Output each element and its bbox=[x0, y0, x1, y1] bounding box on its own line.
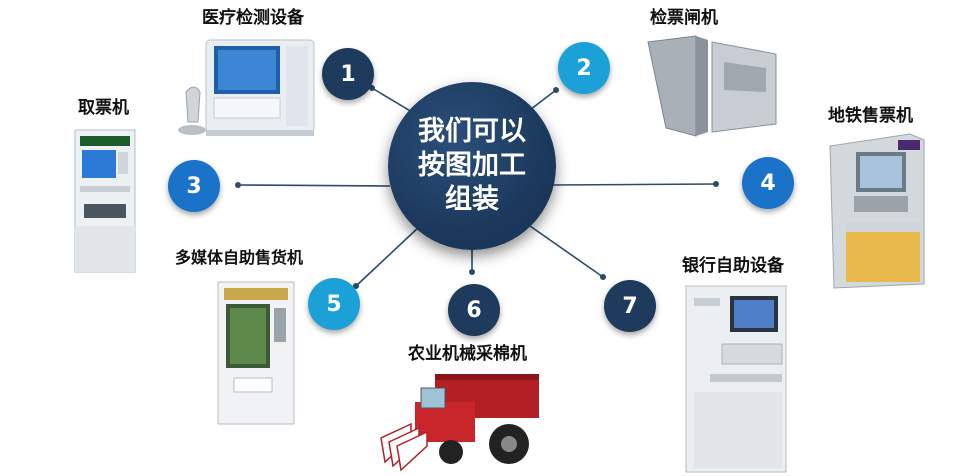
node-1-circle: 1 bbox=[322, 48, 374, 100]
node-5-circle: 5 bbox=[308, 278, 360, 330]
metro-ticket-machine-icon bbox=[829, 133, 925, 289]
label-cotton-harvester: 农业机械采棉机 bbox=[408, 344, 527, 364]
connector-5 bbox=[355, 225, 421, 287]
central-hub: 我们可以 按图加工 组装 bbox=[388, 82, 556, 250]
hub-line-3: 组装 bbox=[445, 184, 499, 215]
connector-4 bbox=[552, 183, 717, 186]
vending-machine-icon bbox=[217, 281, 295, 425]
node-3-circle: 3 bbox=[168, 160, 220, 212]
hub-line-1: 我们可以 bbox=[418, 116, 526, 147]
bank-atm-icon bbox=[685, 285, 787, 473]
node-4-circle: 4 bbox=[742, 157, 794, 209]
node-6-circle: 6 bbox=[448, 284, 500, 336]
medical-analyzer-icon bbox=[178, 39, 315, 136]
cotton-harvester-icon bbox=[380, 374, 539, 472]
label-medical-equipment: 医疗检测设备 bbox=[202, 8, 304, 28]
label-vending-machine: 多媒体自助售货机 bbox=[175, 248, 304, 267]
ticket-gate-icon bbox=[647, 35, 777, 137]
connector-7 bbox=[529, 225, 604, 278]
label-bank-self-service: 银行自助设备 bbox=[682, 256, 784, 276]
label-metro-ticket-machine: 地铁售票机 bbox=[828, 106, 913, 126]
ticket-kiosk-icon bbox=[74, 129, 136, 273]
label-ticket-kiosk: 取票机 bbox=[78, 98, 129, 118]
node-2-circle: 2 bbox=[558, 42, 610, 94]
hub-line-2: 按图加工 bbox=[418, 150, 526, 181]
node-7-circle: 7 bbox=[604, 280, 656, 332]
connector-3 bbox=[237, 184, 391, 187]
label-ticket-gate: 检票闸机 bbox=[650, 8, 718, 28]
